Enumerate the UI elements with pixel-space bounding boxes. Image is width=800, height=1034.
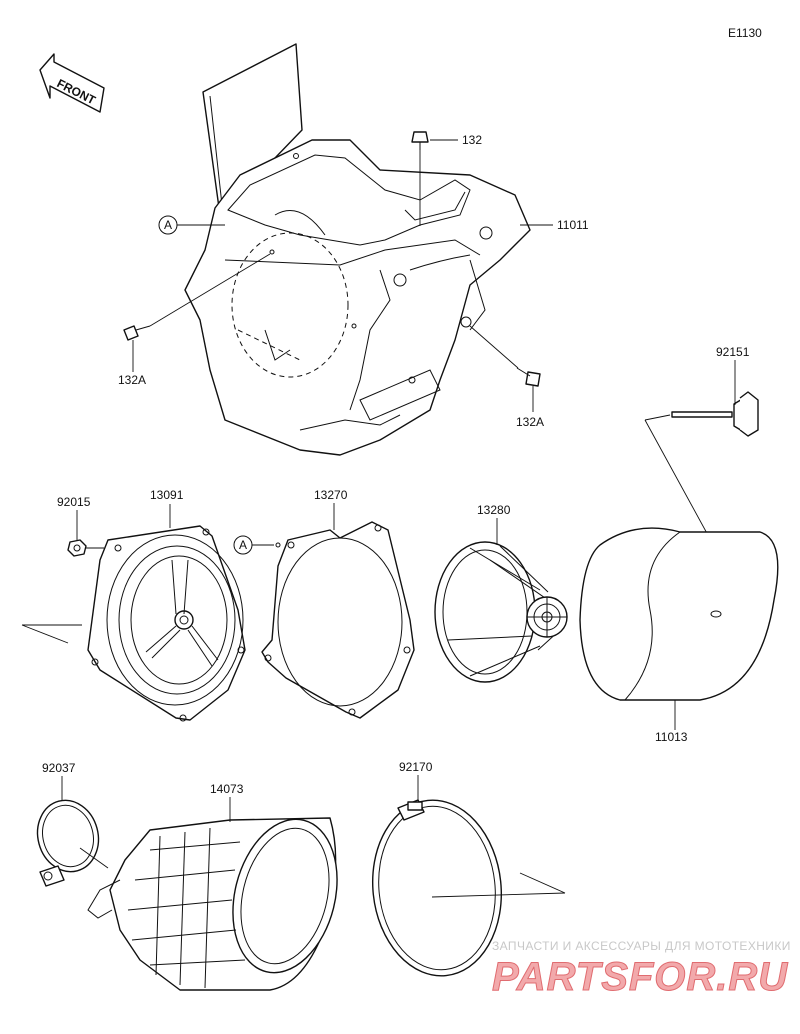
wing-bolt-92151 xyxy=(671,391,759,437)
label-13270: 13270 xyxy=(314,488,348,502)
filter-frame-13280 xyxy=(434,541,568,683)
callout-a-top-label: A xyxy=(164,218,172,232)
label-92151: 92151 xyxy=(716,345,750,359)
front-arrow-icon: FRONT xyxy=(39,53,105,113)
label-13280: 13280 xyxy=(477,503,511,517)
band-clamp-92170 xyxy=(371,799,503,977)
label-132a-right: 132A xyxy=(516,415,544,429)
bolt-132a-left xyxy=(123,325,151,341)
label-11011: 11011 xyxy=(557,218,589,232)
bolt-132a-right xyxy=(516,367,541,387)
intake-duct-14073 xyxy=(87,817,338,991)
air-filter-element-11013 xyxy=(579,527,779,701)
diagram-code: E1130 xyxy=(728,26,762,40)
watermark-brand: PARTSFOR.RU xyxy=(492,955,788,999)
callout-a-mid-label: A xyxy=(239,538,247,552)
bolt-132 xyxy=(411,131,429,150)
label-132: 132 xyxy=(462,133,482,147)
label-92015: 92015 xyxy=(57,495,91,509)
watermark-tagline: ЗАПЧАСТИ И АКСЕССУАРЫ ДЛЯ МОТОТЕХНИКИ xyxy=(492,939,791,953)
label-132a-left: 132A xyxy=(118,373,146,387)
air-cleaner-housing xyxy=(184,43,531,456)
gasket-13270 xyxy=(261,521,415,719)
clamp-92037 xyxy=(36,799,100,887)
label-92037: 92037 xyxy=(42,761,76,775)
nut-92015 xyxy=(67,539,87,557)
label-14073: 14073 xyxy=(210,782,244,796)
label-92170: 92170 xyxy=(399,760,433,774)
label-13091: 13091 xyxy=(150,488,184,502)
label-11013: 11013 xyxy=(655,730,688,744)
element-holder-13091 xyxy=(87,525,246,722)
